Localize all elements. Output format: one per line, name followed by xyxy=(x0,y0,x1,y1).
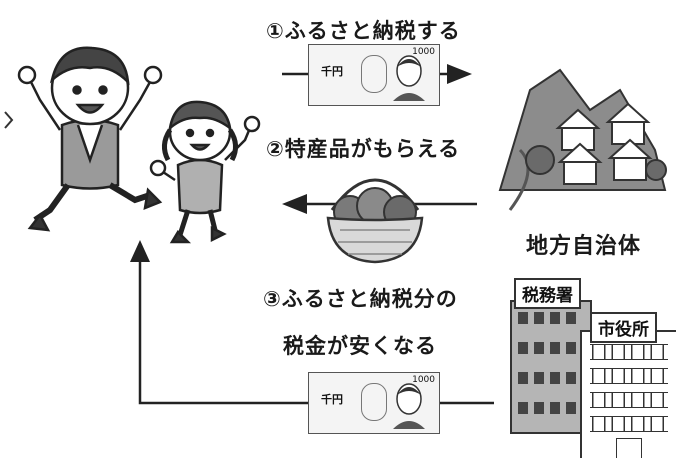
portrait-icon xyxy=(393,55,425,101)
boy-figure xyxy=(17,46,163,232)
step2-label: ②特産品がもらえる xyxy=(266,137,461,161)
municipality-label: 地方自治体 xyxy=(526,234,642,259)
children-illustration xyxy=(4,46,261,244)
city-hall-door xyxy=(616,438,642,458)
banknote-denomination: 1000 xyxy=(412,47,435,57)
tree-icon xyxy=(645,159,667,181)
house-2 xyxy=(605,102,651,145)
banknote-top: 1000 千円 xyxy=(308,44,440,106)
tax-office-building xyxy=(510,300,592,434)
house-1 xyxy=(555,108,601,151)
banknote-text: 千円 xyxy=(321,393,343,406)
basket-body xyxy=(326,216,424,264)
step3-label-line1: ③ふるさと納税分の xyxy=(263,287,458,311)
tree-icon xyxy=(525,145,555,175)
banknote-text: 千円 xyxy=(321,65,343,78)
house-3 xyxy=(557,142,603,185)
portrait-icon xyxy=(393,383,425,429)
fruit-basket-illustration xyxy=(326,178,424,264)
step3-label-line2: 税金が安くなる xyxy=(283,334,437,358)
village-illustration xyxy=(498,68,667,211)
banknote-seal xyxy=(361,383,387,421)
step1-label: ①ふるさと納税する xyxy=(266,19,461,43)
city-hall-building xyxy=(580,330,676,458)
city-hall-sign: 市役所 xyxy=(590,312,657,343)
house-4 xyxy=(607,138,653,181)
girl-figure xyxy=(149,100,261,244)
banknote-bottom: 1000 千円 xyxy=(308,372,440,434)
banknote-seal xyxy=(361,55,387,93)
edge-mark xyxy=(4,111,14,129)
banknote-denomination: 1000 xyxy=(412,375,435,385)
tax-office-sign: 税務署 xyxy=(514,278,581,309)
